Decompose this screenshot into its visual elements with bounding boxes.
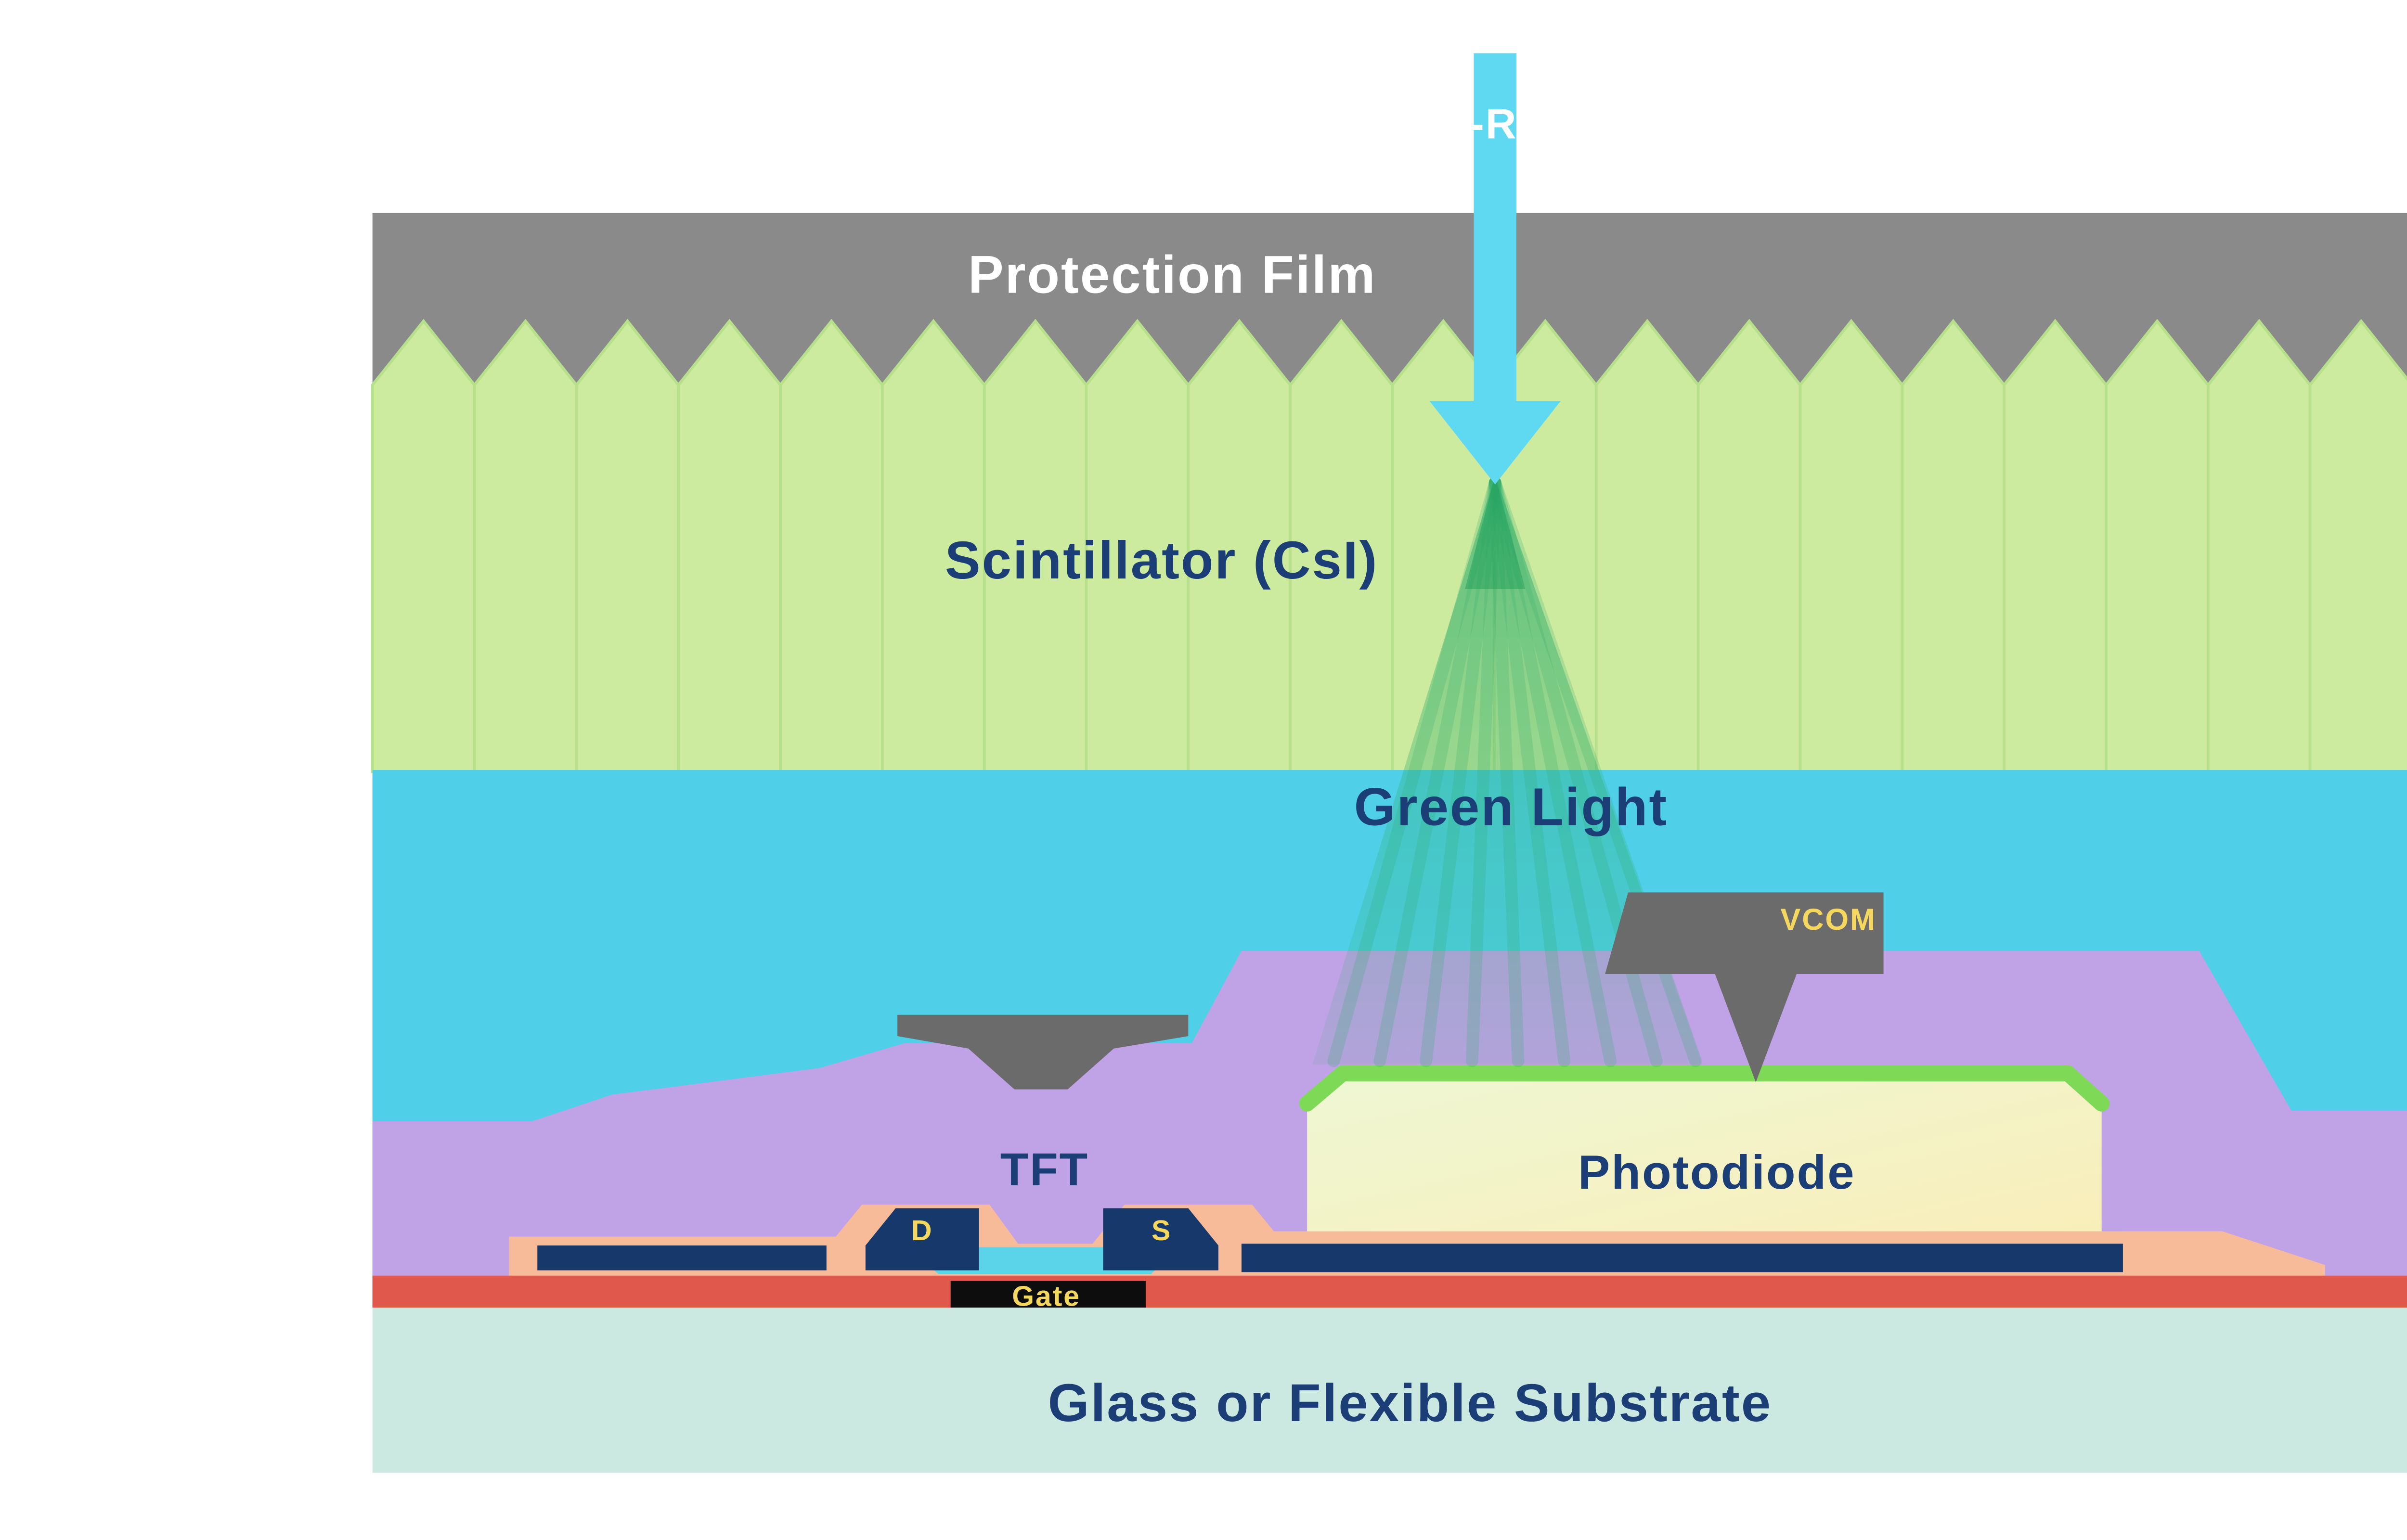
green-light-apex — [1465, 475, 1526, 589]
protection-film-layer — [372, 213, 2407, 391]
photodiode-top-contact — [1299, 1065, 2110, 1112]
photodiode-label: Photodiode — [1578, 1146, 1855, 1199]
vcom-label: VCOM — [1781, 903, 1877, 937]
gate-label: Gate — [1012, 1281, 1081, 1312]
vcom-electrode — [1605, 892, 1884, 1082]
substrate-label: Glass or Flexible Substrate — [1048, 1373, 1772, 1433]
xray-arrow — [1429, 53, 1561, 485]
xray-arrow-shaft — [1474, 53, 1516, 408]
protection-film-label: Protection Film — [968, 245, 1377, 304]
drain-electrode — [865, 1208, 979, 1270]
data-line-left — [537, 1245, 827, 1270]
source-label: S — [1152, 1215, 1172, 1246]
gate-metal — [950, 1281, 1146, 1309]
green-light-cone — [1312, 475, 1703, 1065]
substrate-layer — [372, 1308, 2407, 1473]
photodiode-body — [1307, 1068, 2102, 1246]
scintillator-layer — [371, 319, 2407, 773]
green-light-fan — [1312, 475, 1703, 1067]
passivation-right-step — [2121, 1231, 2325, 1280]
bias-electrode — [897, 1014, 1189, 1090]
source-electrode — [1103, 1208, 1219, 1270]
green-light-label: Green Light — [1354, 777, 1669, 836]
xray-label: X-Ray — [1440, 100, 1567, 148]
drain-label: D — [911, 1215, 933, 1246]
xray-arrow-head — [1429, 401, 1561, 485]
gate-line — [372, 1275, 2407, 1308]
tft-label: TFT — [1000, 1144, 1089, 1195]
scintillator-label: Scintillator (CsI) — [945, 531, 1378, 590]
pixel-electrode — [1241, 1244, 2123, 1272]
metal-electrodes — [537, 1208, 2123, 1272]
